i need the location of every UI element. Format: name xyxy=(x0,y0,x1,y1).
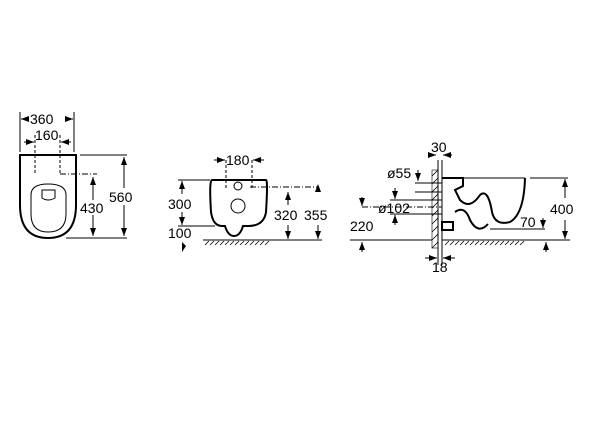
dim-outlet-height: 220 xyxy=(350,218,374,234)
dim-fixing-depth: 430 xyxy=(80,200,104,216)
floor-hatch xyxy=(204,240,270,246)
dim-top-height: 355 xyxy=(304,207,328,223)
side-view: 30 ø55 ø102 220 70 400 18 xyxy=(350,139,574,275)
dim-wall-thickness: 18 xyxy=(432,259,448,275)
front-view: 180 300 100 320 355 xyxy=(168,152,328,252)
inlet-hole xyxy=(233,181,243,191)
dim-floor-gap: 100 xyxy=(168,225,192,241)
dim-outlet-offset: 70 xyxy=(520,214,536,230)
dim-bowl-height: 400 xyxy=(550,201,574,217)
dim-fixing-spacing: 160 xyxy=(35,127,59,143)
bowl-side-outline xyxy=(442,177,526,224)
wall-hatch xyxy=(431,169,439,249)
bowl-outline xyxy=(19,154,77,240)
bowl-front-outline xyxy=(209,179,268,238)
seat-hinge xyxy=(41,189,56,201)
dim-inlet-diameter: ø55 xyxy=(387,165,411,181)
dim-width: 360 xyxy=(30,111,54,127)
dim-length: 560 xyxy=(109,189,133,205)
outlet-hole xyxy=(230,198,246,214)
dim-fixing-height: 320 xyxy=(274,207,298,223)
dim-outlet-diameter: ø102 xyxy=(378,200,410,216)
seat-outline xyxy=(30,183,67,233)
dim-height: 300 xyxy=(168,196,192,212)
top-view: 360 160 430 560 xyxy=(19,111,133,240)
dim-fixing-spacing: 180 xyxy=(226,152,250,168)
dim-wall-offset: 30 xyxy=(431,139,447,155)
